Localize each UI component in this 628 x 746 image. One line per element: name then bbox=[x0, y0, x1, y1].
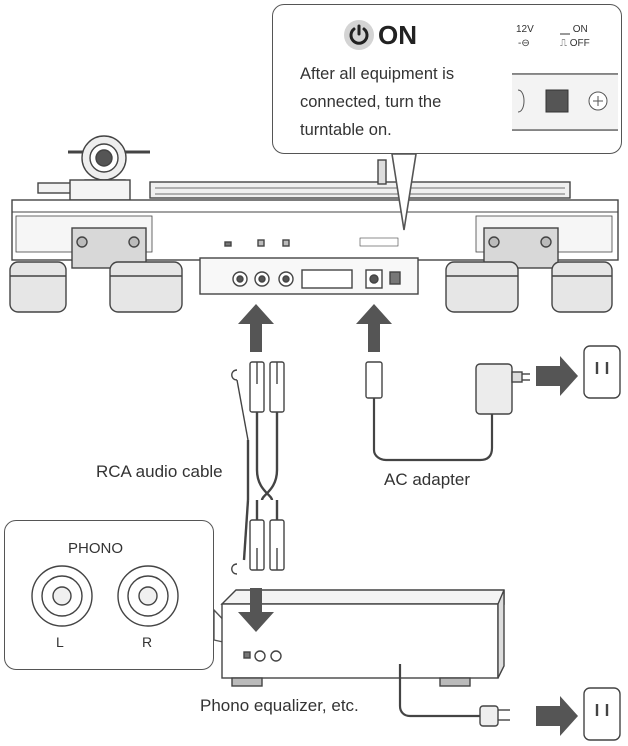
arrow-right-icon bbox=[536, 356, 578, 396]
switch-on-label: ⎽ ON bbox=[560, 24, 588, 35]
ac-adapter bbox=[365, 361, 530, 462]
callout-description: After all equipment is connected, turn t… bbox=[300, 65, 455, 139]
turntable bbox=[9, 135, 619, 313]
rca-cable bbox=[231, 361, 285, 575]
phono-equalizer-label: Phono equalizer, etc. bbox=[200, 696, 359, 715]
outlet-icon bbox=[583, 687, 621, 741]
phono-left-label: L bbox=[56, 634, 64, 650]
platter bbox=[149, 159, 571, 199]
arrow-up-icon bbox=[238, 304, 274, 352]
switch-polarity: -⊖ bbox=[518, 38, 530, 49]
switch-off-label: ⎍ OFF bbox=[560, 38, 590, 49]
feet bbox=[9, 261, 613, 313]
rca-cable-label: RCA audio cable bbox=[96, 462, 223, 481]
power-icon bbox=[344, 20, 374, 50]
phono-right-label: R bbox=[142, 634, 153, 650]
arrow-right-icon bbox=[536, 696, 578, 736]
rear-panel bbox=[199, 237, 419, 295]
switch-voltage: 12V bbox=[516, 24, 534, 35]
callout-title: ON bbox=[378, 20, 417, 50]
outlet-icon bbox=[583, 345, 621, 399]
callout-pointer bbox=[391, 153, 417, 231]
tonearm bbox=[37, 135, 150, 201]
arrow-up-icon bbox=[356, 304, 392, 352]
phono-title: PHONO bbox=[68, 540, 124, 557]
switch-closeup bbox=[512, 73, 618, 131]
ac-adapter-label: AC adapter bbox=[384, 470, 470, 489]
arrow-down-icon bbox=[238, 588, 274, 632]
